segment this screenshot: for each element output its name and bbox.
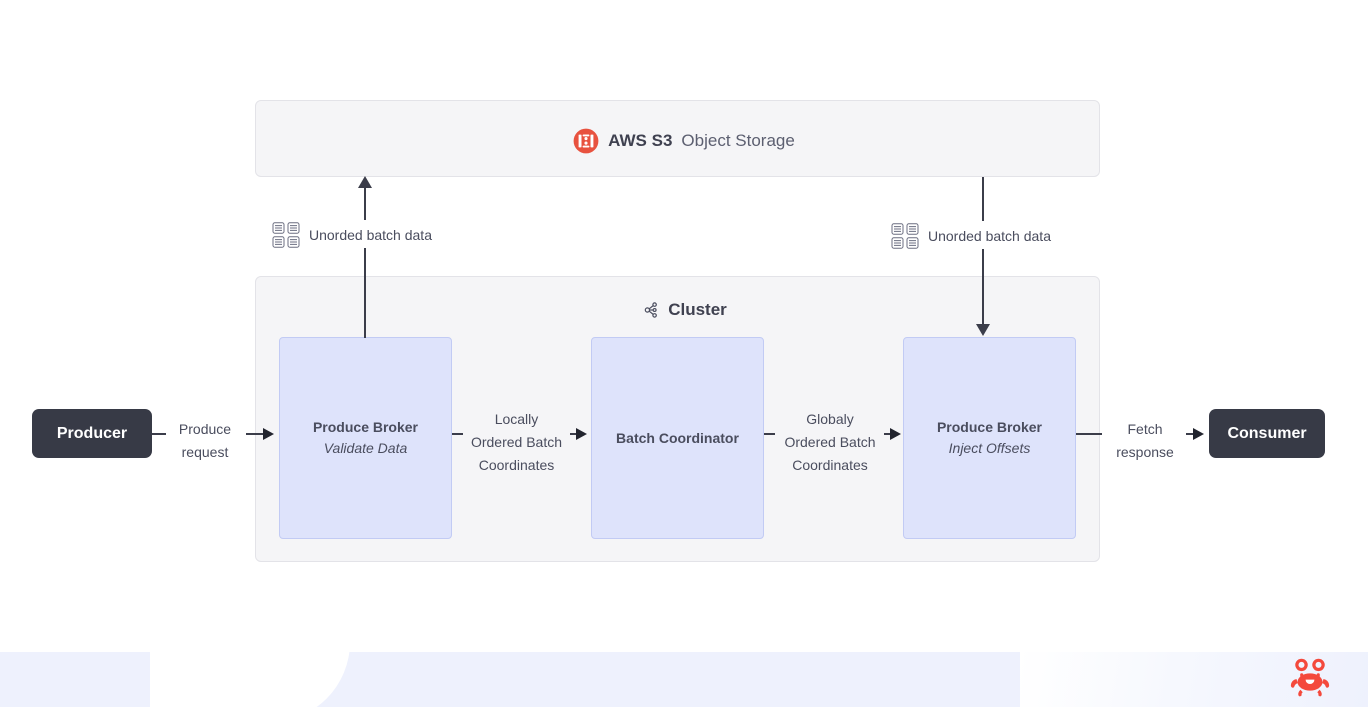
arrow-into-produce-broker-validate bbox=[263, 428, 274, 440]
storage-edge-label-text: Unorded batch data bbox=[928, 228, 1051, 244]
endpoint-label: Producer bbox=[56, 424, 128, 442]
database-grid-icon bbox=[891, 223, 919, 249]
edge-label-locally-ordered-batch-coordinates: Locally Ordered Batch Coordinates bbox=[470, 411, 563, 474]
node-subtitle: Inject Offsets bbox=[948, 440, 1031, 456]
connector-producer-to-label bbox=[152, 433, 166, 435]
edge-label-produce-request: Produce request bbox=[178, 421, 232, 461]
storage-edge-label-text: Unorded batch data bbox=[309, 227, 432, 243]
storage-edge-label-unorded-batch-data-upload: Unorded batch data bbox=[269, 222, 435, 248]
connector-broker1-to-s3-lower bbox=[364, 248, 366, 338]
connector-label-to-consumer bbox=[1186, 433, 1199, 435]
connector-broker1-to-s3-upper bbox=[364, 188, 366, 220]
cluster-panel-title: Cluster bbox=[0, 300, 1368, 320]
aws-s3-brand: AWS S3 bbox=[608, 131, 673, 150]
node-title: Produce Broker bbox=[312, 419, 419, 435]
arrow-into-consumer bbox=[1193, 428, 1204, 440]
connector-s3-to-broker3-lower bbox=[982, 249, 984, 325]
cluster-nodes-icon bbox=[641, 301, 659, 319]
connector-coordinator-to-label bbox=[764, 433, 775, 435]
endpoint-producer[interactable]: Producer bbox=[32, 409, 152, 458]
endpoint-consumer[interactable]: Consumer bbox=[1209, 409, 1325, 458]
arrow-into-aws-s3-panel bbox=[358, 176, 372, 188]
crab-logo-icon bbox=[1288, 657, 1332, 699]
aws-s3-panel-title: AWS S3 Object Storage bbox=[0, 128, 1368, 154]
node-title: Produce Broker bbox=[936, 419, 1043, 435]
connector-s3-to-broker3-upper bbox=[982, 177, 984, 221]
aws-s3-subject: Object Storage bbox=[681, 131, 795, 150]
storage-edge-label-unorded-batch-data-download: Unorded batch data bbox=[888, 223, 1054, 249]
database-grid-icon bbox=[272, 222, 300, 248]
arrow-into-produce-broker-inject-from-s3 bbox=[976, 324, 990, 336]
footer-decoration-left bbox=[150, 652, 350, 707]
connector-broker2-to-label bbox=[1076, 433, 1102, 435]
connector-broker1-to-label bbox=[452, 433, 463, 435]
node-subtitle: Validate Data bbox=[323, 440, 408, 456]
node-title: Batch Coordinator bbox=[616, 429, 739, 446]
arrow-into-produce-broker-inject bbox=[890, 428, 901, 440]
node-produce-broker-inject[interactable]: Produce Broker Inject Offsets bbox=[903, 337, 1076, 539]
edge-label-globaly-ordered-batch-coordinates: Globaly Ordered Batch Coordinates bbox=[784, 411, 876, 474]
node-produce-broker-validate[interactable]: Produce Broker Validate Data bbox=[279, 337, 452, 539]
endpoint-label: Consumer bbox=[1227, 424, 1307, 442]
aws-s3-panel bbox=[255, 100, 1100, 177]
aws-s3-icon bbox=[573, 128, 599, 154]
cluster-label: Cluster bbox=[668, 300, 727, 319]
edge-label-fetch-response: Fetch response bbox=[1116, 421, 1174, 461]
connector-label-to-broker1 bbox=[246, 433, 263, 435]
footer-band bbox=[0, 652, 1368, 707]
node-batch-coordinator[interactable]: Batch Coordinator bbox=[591, 337, 764, 539]
arrow-into-batch-coordinator bbox=[576, 428, 587, 440]
